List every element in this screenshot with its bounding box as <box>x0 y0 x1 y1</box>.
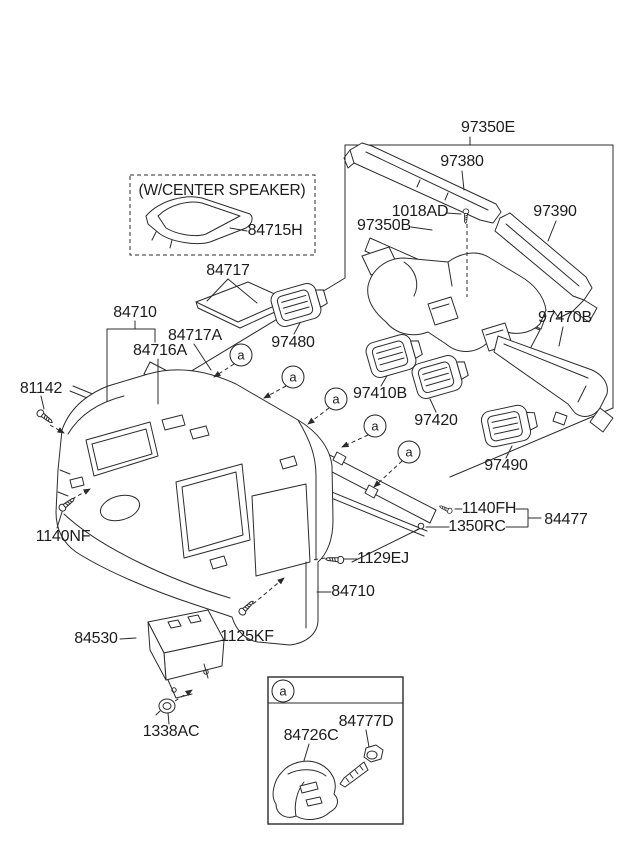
label-97470b: 97470B <box>538 309 592 326</box>
leader-lines <box>40 136 564 765</box>
part-97420-vent <box>409 350 472 402</box>
label-1129ej: 1129EJ <box>357 550 409 567</box>
callout-a-1: a <box>229 343 253 367</box>
label-84717a: 84717A <box>168 327 222 344</box>
label-97390: 97390 <box>533 203 577 220</box>
label-97420: 97420 <box>414 412 458 429</box>
part-97490-vent <box>479 401 541 449</box>
label-1140fh: 1140FH <box>461 500 517 517</box>
label-84717: 84717 <box>206 262 250 279</box>
label-84777d: 84777D <box>338 713 394 730</box>
label-81142: 81142 <box>19 380 63 397</box>
label-84710-mid: 84710 <box>331 583 375 600</box>
label-84716a: 84716A <box>133 342 187 359</box>
dashed-leaders <box>49 224 468 702</box>
label-84726c: 84726C <box>283 727 339 744</box>
screw-81142 <box>35 408 55 426</box>
label-97350b: 97350B <box>357 217 411 234</box>
label-97480: 97480 <box>271 334 315 351</box>
speaker-option-box <box>129 174 316 256</box>
part-97390-duct <box>494 212 598 323</box>
label-1350rc: 1350RC <box>448 518 506 535</box>
part-84530-airbag <box>147 609 225 699</box>
part-97380-duct <box>343 142 502 224</box>
label-speaker-note: (W/CENTER SPEAKER) <box>138 182 306 199</box>
callout-a-2: a <box>281 365 305 389</box>
part-97480-vent <box>268 278 331 330</box>
part-84715h-speaker-grille <box>145 196 253 249</box>
callout-a-3: a <box>324 387 348 411</box>
part-84726c-clip <box>272 760 338 820</box>
label-97490: 97490 <box>484 457 528 474</box>
part-center-duct <box>361 246 547 352</box>
legend-callout-a: a <box>271 679 295 703</box>
clip-1350rc <box>413 522 425 533</box>
legend-box <box>267 676 404 825</box>
label-84715h: 84715H <box>247 222 303 239</box>
label-84477: 84477 <box>544 511 588 528</box>
nut-1338ac <box>155 698 176 716</box>
part-97470b-duct <box>493 335 614 433</box>
label-84710-top: 84710 <box>113 304 157 321</box>
screw-1140fh <box>437 503 454 515</box>
callout-a-4: a <box>363 414 387 438</box>
part-84710-crash-pad <box>55 369 334 646</box>
label-97410b: 97410B <box>353 385 407 402</box>
bolt-84777d <box>339 744 384 788</box>
label-1018ad: 1018AD <box>391 203 449 220</box>
label-1140nf: 1140NF <box>35 528 91 545</box>
screw-1018ad <box>462 208 470 224</box>
callout-a-5: a <box>397 440 421 464</box>
label-1125kf: 1125KF <box>220 628 274 645</box>
label-97350e: 97350E <box>461 119 515 136</box>
screw-1129ej <box>324 554 345 565</box>
label-84530: 84530 <box>74 630 118 647</box>
label-1338ac: 1338AC <box>142 723 200 740</box>
label-97380: 97380 <box>440 153 484 170</box>
